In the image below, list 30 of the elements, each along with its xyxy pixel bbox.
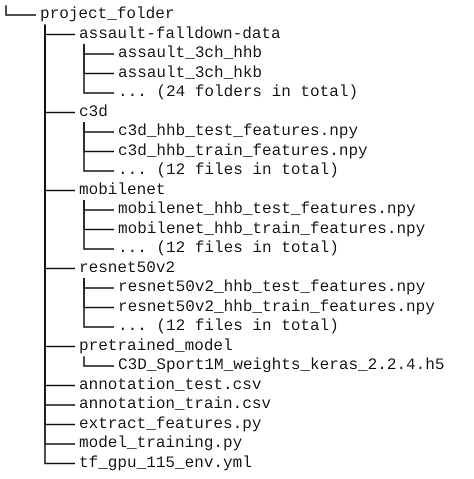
tree-entry-label: ... (12 files in total) bbox=[114, 239, 339, 259]
tree-entry-label: ... (12 files in total) bbox=[114, 317, 339, 337]
folder-label: c3d bbox=[75, 102, 108, 122]
tree-entry-label: C3D_Sport1M_weights_keras_2.2.4.h5 bbox=[114, 356, 444, 376]
tree-connector bbox=[83, 44, 114, 94]
tree-connector bbox=[83, 200, 114, 250]
tree-entry-label: resnet50v2_hhb_train_features.npy bbox=[114, 298, 435, 318]
folder-label: resnet50v2 bbox=[75, 258, 176, 278]
tree-connector bbox=[83, 122, 114, 172]
tree-entry-label: mobilenet_hhb_test_features.npy bbox=[114, 200, 416, 220]
tree-connector bbox=[83, 356, 114, 367]
tree-entry-label: c3d_hhb_train_features.npy bbox=[114, 142, 368, 162]
folder-label: assault-falldown-data bbox=[75, 24, 281, 44]
tree-entry-label: assault_3ch_hkb bbox=[114, 64, 262, 84]
tree-connector bbox=[83, 278, 114, 328]
tree-connector bbox=[5, 5, 36, 16]
folder-label: pretrained_model bbox=[75, 336, 233, 356]
tree-entry-label: tf_gpu_115_env.yml bbox=[75, 454, 252, 474]
tree-entry-label: assault_3ch_hhb bbox=[114, 44, 262, 64]
folder-label: project_folder bbox=[36, 5, 174, 25]
tree-entry-label: ... (12 files in total) bbox=[114, 161, 339, 181]
tree-entry-label: model_training.py bbox=[75, 434, 242, 454]
tree-entry-label: ... (24 folders in total) bbox=[114, 83, 358, 103]
tree-entry-label: annotation_test.csv bbox=[75, 376, 262, 396]
tree-entry-label: resnet50v2_hhb_test_features.npy bbox=[114, 278, 426, 298]
tree-entry-label: extract_features.py bbox=[75, 414, 262, 434]
folder-label: mobilenet bbox=[75, 180, 166, 200]
tree-entry-label: c3d_hhb_test_features.npy bbox=[114, 122, 358, 142]
tree-entry-label: mobilenet_hhb_train_features.npy bbox=[114, 220, 426, 240]
tree-entry-label: annotation_train.csv bbox=[75, 395, 272, 415]
